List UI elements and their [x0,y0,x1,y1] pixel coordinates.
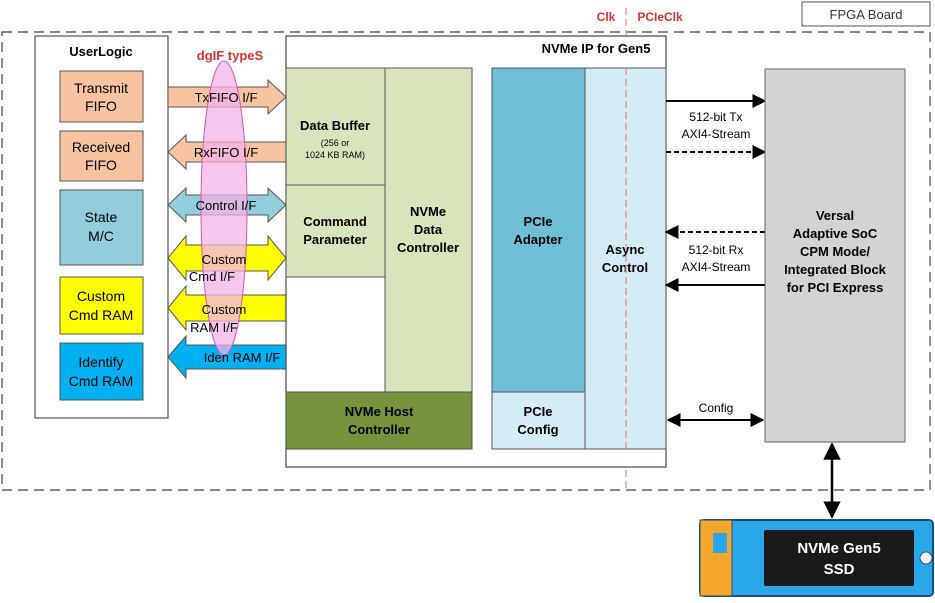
nvme-host-controller-block: NVMe Host Controller [285,391,473,450]
svg-text:Data: Data [414,222,443,237]
nvme-ssd-device: NVMe Gen5 SSD [699,519,934,597]
svg-text:Integrated Block: Integrated Block [784,262,887,277]
svg-text:Received: Received [72,139,130,155]
svg-text:1024 KB RAM): 1024 KB RAM) [305,150,365,160]
svg-text:FIFO: FIFO [85,98,117,114]
svg-text:Adapter: Adapter [513,232,562,247]
received-fifo-block: Received FIFO [59,130,144,182]
custom-cmd-if-label-1: Custom [202,252,247,267]
svg-text:Versal: Versal [816,208,854,223]
svg-text:Parameter: Parameter [303,232,367,247]
pcie-adapter-block: PCIe Adapter [491,67,586,393]
state-mc-block: State M/C [59,189,144,266]
dgif-types-ellipse [200,60,248,356]
svg-text:Transmit: Transmit [74,80,128,96]
svg-text:Custom: Custom [77,288,125,304]
svg-text:State: State [85,209,118,225]
userlogic-title: UserLogic [69,44,133,59]
dgif-types-label: dgIF typeS [197,48,264,63]
command-parameter-block: Command Parameter [285,184,386,278]
svg-text:Controller: Controller [348,422,410,437]
transmit-fifo-block: Transmit FIFO [59,70,144,123]
fpga-board-label: FPGA Board [830,7,903,22]
identify-cmd-ram-block: Identify Cmd RAM [59,342,144,401]
svg-text:Control: Control [602,260,648,275]
svg-text:NVMe: NVMe [410,204,446,219]
svg-text:PCIe: PCIe [524,214,553,229]
custom-ram-if-label-2: RAM I/F [190,320,238,335]
pcieclk-label: PCIeClk [637,10,683,24]
tx-axi-label-1: 512-bit Tx [689,110,742,124]
tx-axi-label-2: AXI4-Stream [682,127,751,141]
svg-text:M/C: M/C [88,228,114,244]
nvme-data-controller-block: NVMe Data Controller [384,67,473,393]
svg-text:for PCI Express: for PCI Express [787,280,884,295]
fpga-board-label-box [801,1,931,27]
svg-text:PCIe: PCIe [524,404,553,419]
rxfifo-if-label: RxFIFO I/F [194,145,258,160]
svg-text:Async: Async [605,242,644,257]
svg-text:Identify: Identify [78,354,123,370]
custom-cmd-ram-block: Custom Cmd RAM [59,276,144,335]
svg-text:NVMe Gen5: NVMe Gen5 [797,540,880,557]
svg-text:Adaptive SoC: Adaptive SoC [793,226,878,241]
svg-text:Cmd RAM: Cmd RAM [69,307,134,323]
pcie-config-block: PCIe Config [491,391,586,450]
control-if-label: Control I/F [196,198,257,213]
clk-label: Clk [597,10,616,24]
svg-text:Command: Command [303,214,367,229]
svg-text:Cmd RAM: Cmd RAM [69,373,134,389]
rx-axi-label-2: AXI4-Stream [682,260,751,274]
svg-text:NVMe Host: NVMe Host [345,404,414,419]
config-label: Config [699,401,734,415]
nvme-ip-title: NVMe IP for Gen5 [542,41,651,56]
fpga-board-frame [1,31,931,491]
txfifo-if-label: TxFIFO I/F [195,90,258,105]
custom-cmd-if-label-2: Cmd I/F [189,269,235,284]
custom-ram-if-label-1: Custom [202,302,247,317]
versal-block: Versal Adaptive SoC CPM Mode/ Integrated… [764,68,906,443]
svg-text:(256 or: (256 or [321,138,350,148]
rx-axi-label-1: 512-bit Rx [689,243,744,257]
iden-ram-if-label: Iden RAM I/F [204,350,281,365]
svg-text:Data Buffer: Data Buffer [300,118,370,133]
data-buffer-block: Data Buffer (256 or 1024 KB RAM) [285,67,386,186]
svg-text:CPM Mode/: CPM Mode/ [800,244,870,259]
svg-text:FIFO: FIFO [85,157,117,173]
svg-text:Controller: Controller [397,240,459,255]
svg-text:Config: Config [517,422,558,437]
svg-text:SSD: SSD [824,561,855,578]
